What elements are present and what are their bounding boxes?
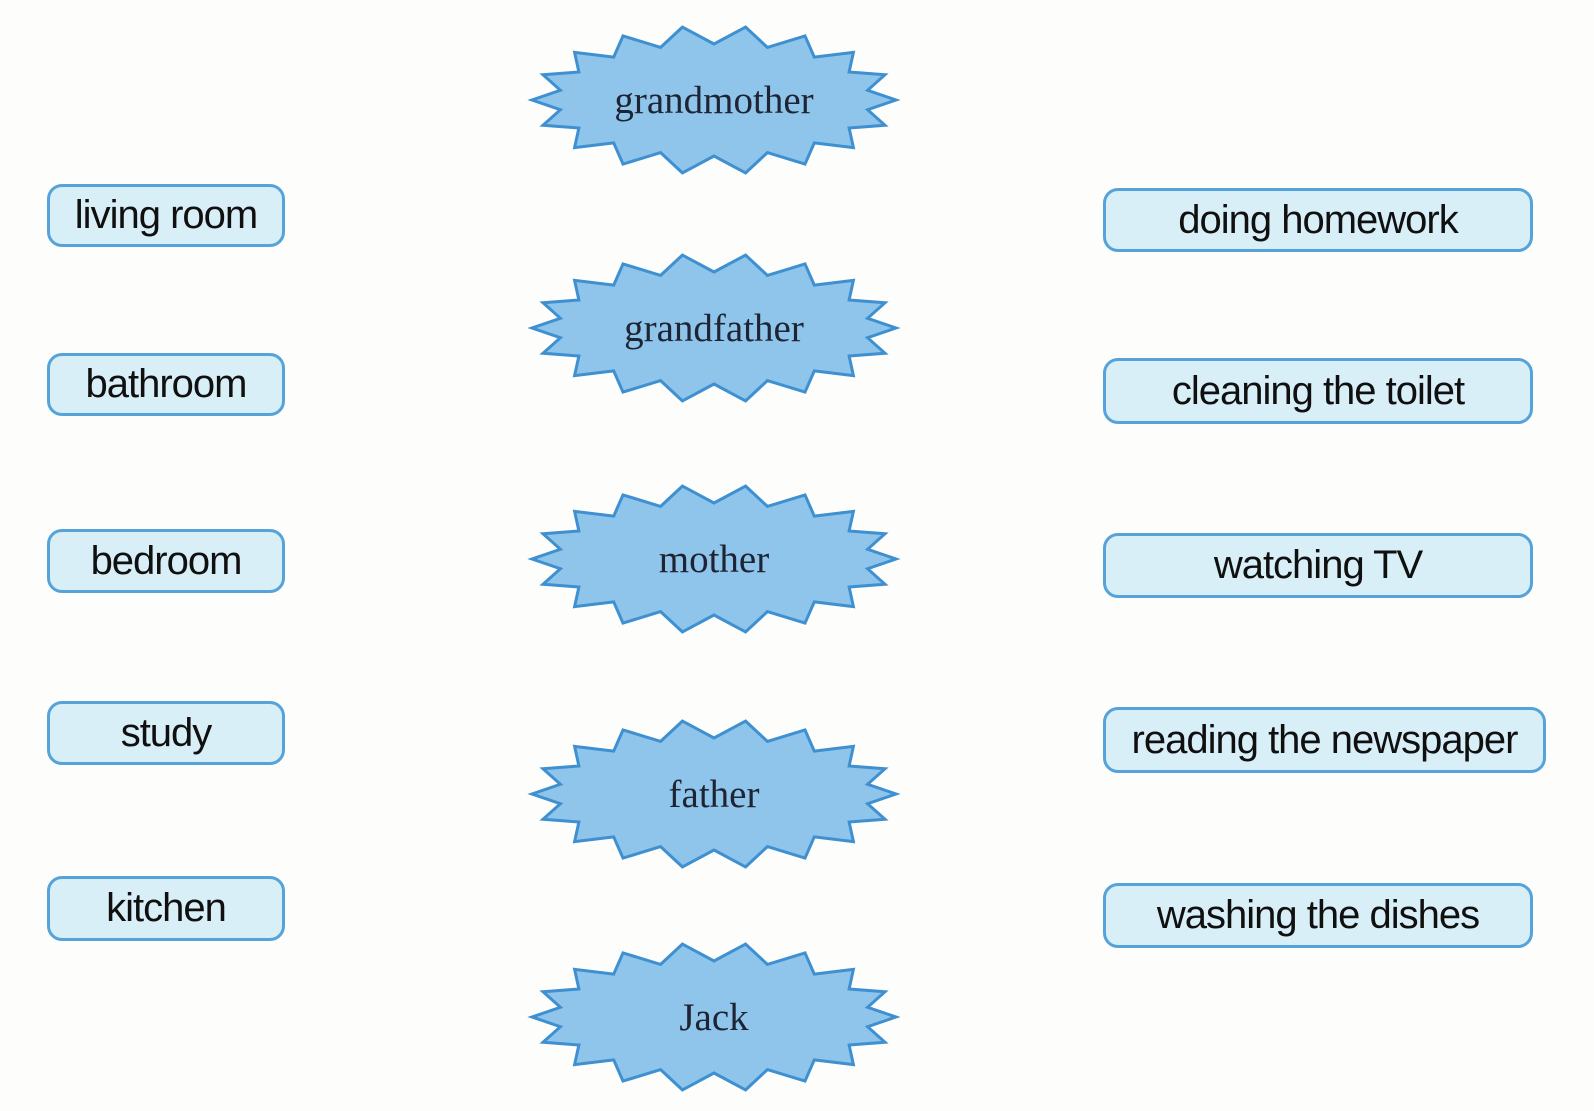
starburst-shape (527, 484, 901, 634)
starburst-shape (527, 25, 901, 175)
room-label: bathroom (85, 362, 248, 406)
family-label: father (668, 772, 760, 816)
activity-card-reading-the-newspaper[interactable]: reading the newspaper (1103, 707, 1546, 773)
family-node-grandmother[interactable]: grandmother (524, 15, 904, 185)
activity-card-cleaning-the-toilet[interactable]: cleaning the toilet (1103, 358, 1533, 424)
starburst-shape (527, 719, 901, 869)
room-card-bedroom[interactable]: bedroom (47, 529, 285, 593)
room-card-bathroom[interactable]: bathroom (47, 353, 285, 416)
family-node-jack[interactable]: Jack (524, 932, 904, 1102)
family-node-grandfather[interactable]: grandfather (524, 243, 904, 413)
room-label: bedroom (90, 538, 243, 583)
room-card-living-room[interactable]: living room (47, 184, 285, 247)
activity-label: cleaning the toilet (1171, 368, 1465, 413)
activity-label: washing the dishes (1156, 893, 1480, 937)
room-card-study[interactable]: study (47, 701, 285, 765)
starburst-shape (527, 942, 901, 1092)
room-label: study (120, 710, 213, 755)
family-label: grandfather (624, 306, 804, 350)
room-label: kitchen (106, 886, 227, 930)
activity-label: doing homework (1178, 197, 1458, 242)
starburst-shape (527, 253, 901, 403)
activity-card-watching-tv[interactable]: watching TV (1103, 533, 1533, 598)
activity-label: watching TV (1213, 543, 1423, 587)
activity-card-doing-homework[interactable]: doing homework (1103, 188, 1533, 252)
family-node-mother[interactable]: mother (524, 474, 904, 644)
family-label: mother (658, 537, 770, 581)
family-label: grandmother (614, 78, 814, 122)
activity-card-washing-the-dishes[interactable]: washing the dishes (1103, 883, 1533, 948)
family-label: Jack (679, 995, 749, 1039)
room-label: living room (74, 193, 258, 237)
family-node-father[interactable]: father (524, 709, 904, 879)
activity-label: reading the newspaper (1131, 717, 1519, 762)
room-card-kitchen[interactable]: kitchen (47, 876, 285, 941)
